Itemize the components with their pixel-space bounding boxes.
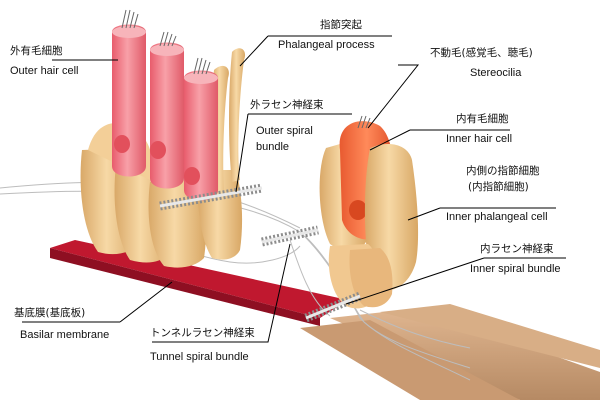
inner-phalangeal-cell-label-ja-2: (内指節細胞): [468, 181, 529, 193]
outer-spiral-bundle-label-en-1: Outer spiral: [256, 125, 313, 137]
stereocilia-label-ja: 不動毛(感覚毛、聴毛): [430, 47, 533, 59]
basilar-membrane-label-ja: 基底膜(基底板): [14, 307, 86, 319]
inner-spiral-bundle-label-ja: 内ラセン神経束: [480, 243, 554, 255]
outer-spiral-bundle-shape: [159, 183, 263, 211]
outer-hair-cell-label-ja: 外有毛細胞: [10, 45, 63, 57]
tunnel-spiral-bundle-label-en: Tunnel spiral bundle: [150, 351, 249, 363]
pillar-beams: [300, 304, 600, 400]
inner-spiral-bundle-label-en: Inner spiral bundle: [470, 263, 561, 275]
inner-spiral-bundle-shape: [304, 291, 362, 323]
stereocilia-label-en: Stereocilia: [470, 67, 522, 79]
leader-lines: [22, 35, 566, 343]
basilar-membrane-shape: [50, 240, 348, 326]
basilar-membrane-label-en: Basilar membrane: [20, 329, 110, 341]
inner-hair-cell-label-en: Inner hair cell: [446, 133, 513, 145]
inner-phalangeal-cell-label-ja-1: 内側の指節細胞: [466, 165, 540, 177]
outer-spiral-bundle-label-ja: 外ラセン神経束: [250, 99, 324, 111]
inner-hair-cell-label-ja: 内有毛細胞: [456, 113, 509, 125]
tunnel-spiral-bundle-shape: [261, 225, 319, 247]
tunnel-spiral-bundle-label-ja: トンネルラセン神経束: [150, 327, 255, 339]
inner-phalangeal-cell-label-en: Inner phalangeal cell: [446, 211, 548, 223]
outer-hair-cells: [112, 9, 218, 201]
inner-cells: [319, 115, 419, 309]
phalangeal-process-label-en: Phalangeal process: [278, 39, 375, 51]
outer-hair-cell-label-en: Outer hair cell: [10, 65, 79, 77]
phalangeal-process-label-ja: 指節突起: [320, 19, 362, 31]
outer-spiral-bundle-label-en-2: bundle: [256, 141, 290, 153]
